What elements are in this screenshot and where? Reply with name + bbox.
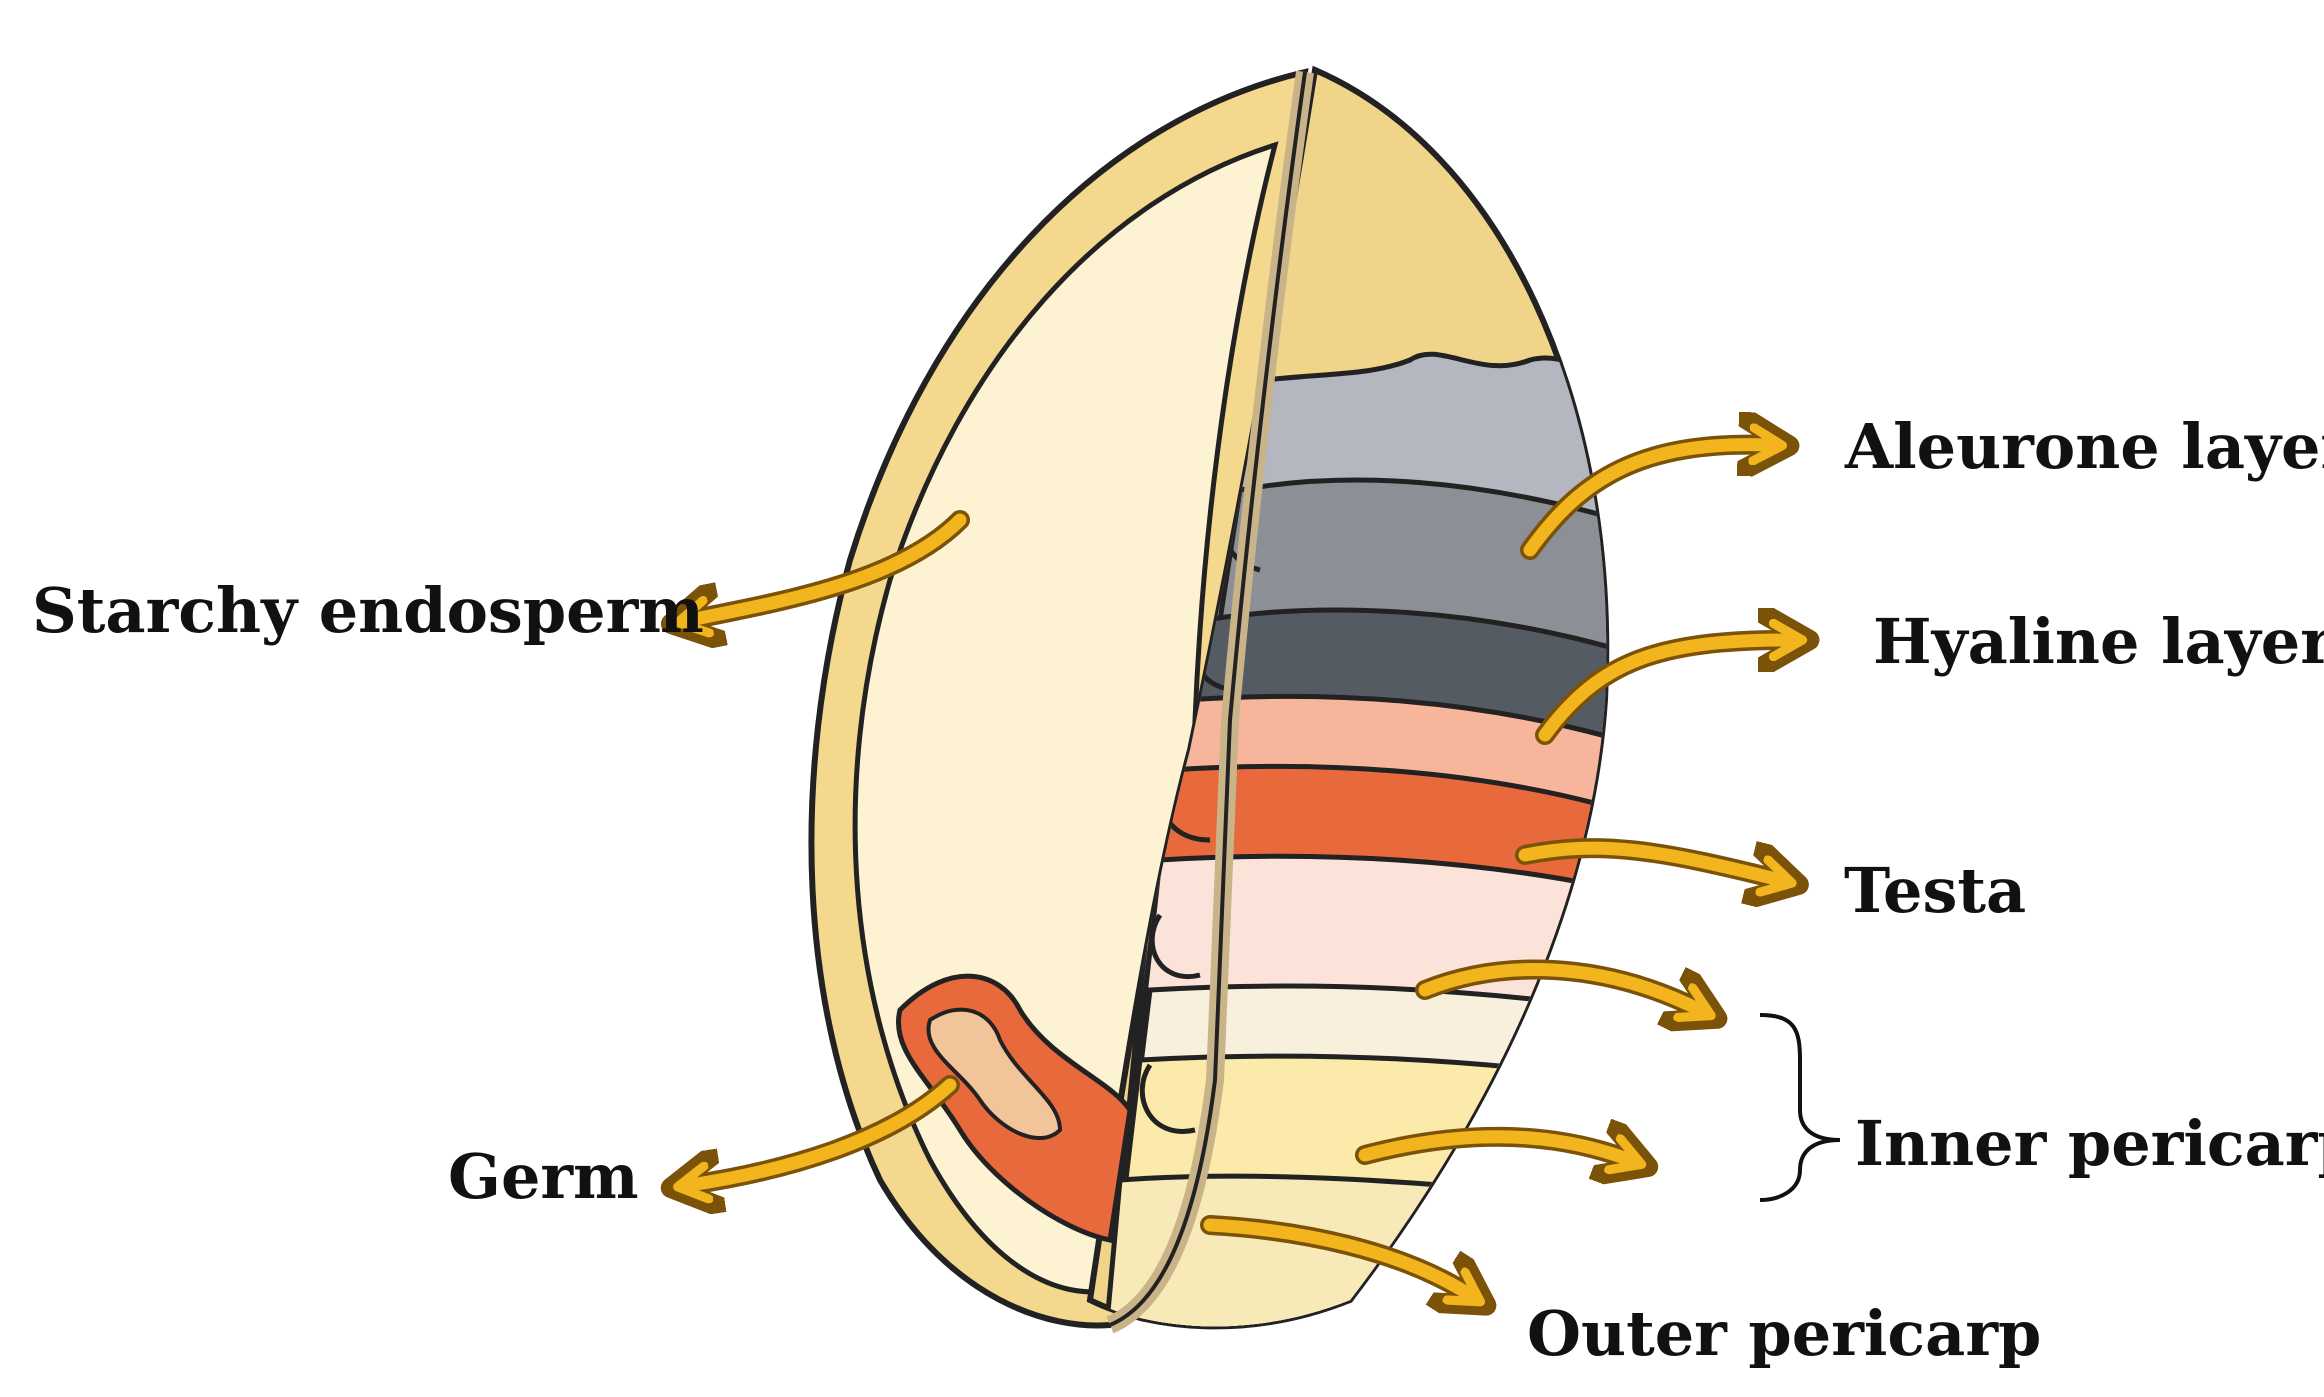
label-aleurone-layer: Aleurone layer xyxy=(1844,410,2324,483)
arrow-hyaline xyxy=(1538,640,1790,742)
label-starchy-endosperm: Starchy endosperm xyxy=(32,574,704,647)
arrow-germ xyxy=(690,1078,957,1185)
outer-pericarp-curl xyxy=(1139,1063,1196,1134)
germ-inner xyxy=(926,1007,1063,1141)
label-testa: Testa xyxy=(1844,854,2026,927)
label-outer-pericarp: Outer pericarp xyxy=(1527,1297,2041,1370)
arrow-outer-pericarp xyxy=(1203,1218,1470,1295)
arrow-inner-pericarp-2 xyxy=(1358,1130,1630,1160)
label-germ: Germ xyxy=(448,1140,639,1213)
arrow-testa xyxy=(1518,841,1780,880)
inner-pericarp-bracket xyxy=(1759,1013,1841,1202)
crease-ridge-outline xyxy=(1109,71,1307,1327)
arrow-inner-pericarp-1 xyxy=(1418,963,1700,1010)
arrows xyxy=(690,445,1790,1295)
arrow-aleurone xyxy=(1523,445,1770,557)
pericarp-curl xyxy=(1149,913,1201,979)
arrow-starchy-endosperm xyxy=(690,513,967,620)
label-hyaline-layer: Hyaline layer xyxy=(1873,605,2324,678)
label-inner-pericarp: Inner pericarp xyxy=(1855,1107,2324,1180)
